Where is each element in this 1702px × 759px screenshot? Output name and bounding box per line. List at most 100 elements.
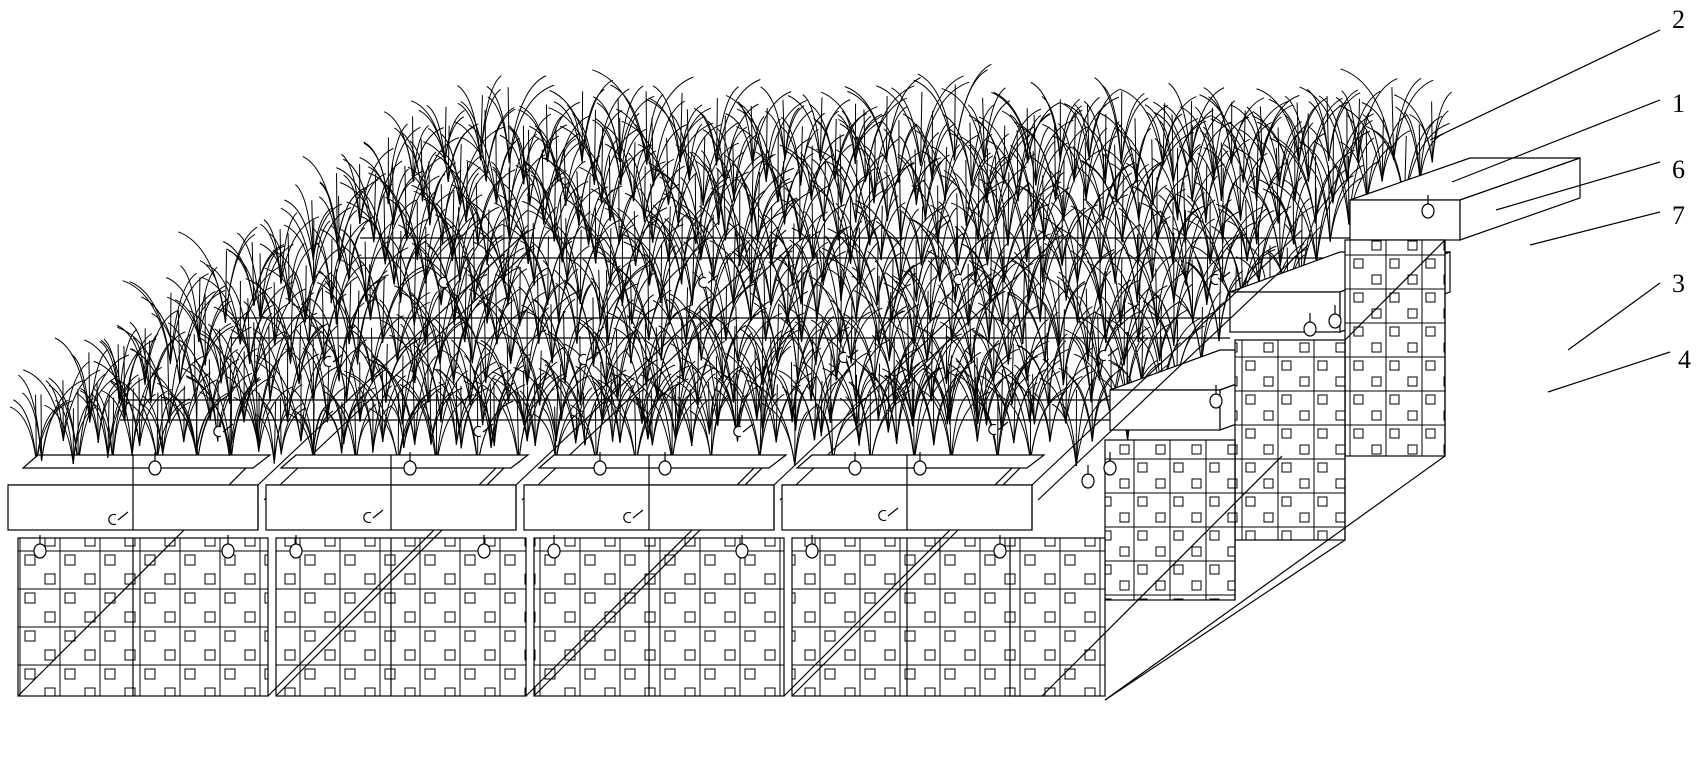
grass-tuft <box>492 372 566 442</box>
grass-blade <box>459 211 478 282</box>
grass-tuft <box>141 289 226 384</box>
grass-tuft <box>610 365 689 440</box>
grass-stem <box>1084 142 1087 201</box>
grass-stem <box>1039 245 1042 322</box>
grass-stem <box>279 397 282 455</box>
grass-blade <box>1098 303 1140 381</box>
grass-blade <box>627 388 649 440</box>
grass-blade <box>339 258 372 321</box>
grass-stem <box>708 381 710 435</box>
grass-stem <box>183 385 185 443</box>
clip-connector <box>733 423 754 438</box>
grass-tuft <box>1339 105 1411 182</box>
grass-blade <box>993 312 1019 382</box>
grass-stem <box>709 258 713 324</box>
clip-connector <box>323 353 344 368</box>
grass-blade <box>653 384 677 441</box>
hook-loop <box>1081 473 1095 489</box>
grass-tuft <box>648 161 698 226</box>
planting-tray-lip <box>279 454 530 469</box>
grass-blade <box>167 392 197 454</box>
grass-blade <box>492 377 528 442</box>
grass-blade <box>1222 174 1242 244</box>
grass-blade <box>507 133 537 221</box>
grass-blade <box>511 324 528 386</box>
grass-stem <box>855 260 859 322</box>
grass-tuft <box>809 158 872 241</box>
grass-blade <box>809 179 839 241</box>
grass-blade <box>1057 123 1075 182</box>
grass-blade <box>1090 309 1123 403</box>
grass-tuft <box>577 299 637 387</box>
grass-stem <box>810 336 814 401</box>
grass-blade <box>1137 285 1168 342</box>
grass-blade <box>756 329 801 421</box>
grass-blade <box>635 207 668 266</box>
grass-blade <box>816 283 852 364</box>
grass-blade <box>670 343 698 405</box>
grass-blade <box>637 143 670 205</box>
grass-blade <box>373 160 403 243</box>
grass-blade <box>783 149 812 201</box>
grass-stem <box>555 376 559 442</box>
grass-blade <box>1203 147 1242 221</box>
grass-blade <box>572 315 619 401</box>
grass-tuft <box>781 194 846 261</box>
hook-fastener <box>1081 465 1095 489</box>
leader-line-3 <box>1567 282 1661 351</box>
grass-stem <box>926 290 929 362</box>
gabion-edge <box>1344 239 1446 341</box>
grass-blade <box>1173 215 1198 303</box>
grass-tuft <box>385 392 431 448</box>
grass-blade <box>947 296 972 364</box>
grass-stem <box>946 368 950 425</box>
grass-stem <box>619 117 622 185</box>
grass-blade <box>643 158 675 222</box>
grass-blade <box>462 374 492 448</box>
grass-blade <box>1061 403 1077 466</box>
grass-blade <box>829 258 880 346</box>
grass-blade <box>883 282 928 362</box>
grass-blade <box>1221 204 1248 262</box>
grass-stem <box>429 388 432 445</box>
grass-blade <box>352 330 373 384</box>
grass-blade <box>635 396 653 446</box>
grass-tuft <box>99 328 157 404</box>
grass-blade <box>864 145 888 222</box>
grass-blade <box>385 392 405 448</box>
grass-blade <box>1120 257 1157 325</box>
grass-blade <box>643 208 683 285</box>
grass-stem <box>874 325 877 382</box>
grass-blade <box>1393 79 1434 161</box>
grass-blade <box>1088 104 1107 161</box>
grass-blade <box>787 194 814 261</box>
grass-blade <box>680 357 719 426</box>
grass-stem <box>553 178 556 242</box>
grass-blade <box>1029 391 1066 462</box>
grass-stem <box>969 122 972 186</box>
grass-blade <box>178 339 211 421</box>
grass-blade <box>485 108 516 182</box>
grass-blade <box>564 318 593 384</box>
grass-stem <box>873 137 876 204</box>
grass-tuft <box>1179 100 1249 181</box>
grass-blade <box>1218 270 1244 342</box>
grass-tuft <box>675 122 740 206</box>
grass-blade <box>1032 392 1051 442</box>
grass-blade <box>319 181 338 245</box>
grass-blade <box>595 189 614 264</box>
grass-tuft <box>336 158 403 243</box>
grass-blade <box>254 360 288 422</box>
grass-blade <box>84 339 126 422</box>
grass-blade <box>510 291 547 364</box>
grass-blade <box>1042 358 1067 424</box>
grass-blade <box>304 245 345 323</box>
gabion-cage-front <box>533 537 785 697</box>
grass-blade <box>945 327 975 384</box>
grass-stem <box>888 292 892 361</box>
grass-stem <box>920 91 923 166</box>
grass-blade <box>610 84 648 165</box>
grass-tuft <box>323 393 367 454</box>
grass-blade <box>763 160 801 241</box>
grass-blade <box>1242 100 1290 183</box>
